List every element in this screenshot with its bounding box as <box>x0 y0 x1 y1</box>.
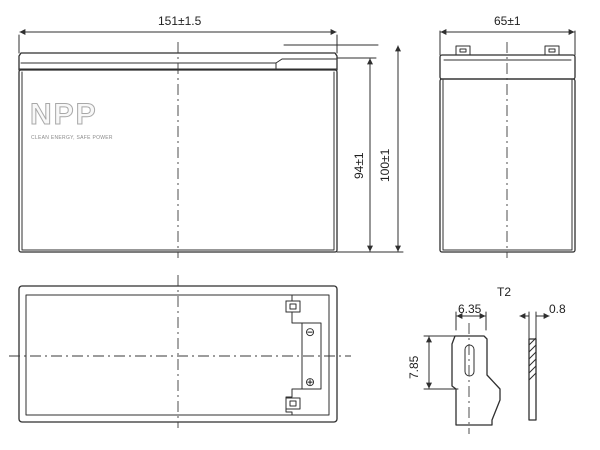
side-battery-body <box>439 78 576 253</box>
side-body-inner-edge <box>442 79 573 251</box>
npp-logo: NPP CLEAN ENERGY, SAFE POWER <box>30 98 113 142</box>
side-width-label: 65±1 <box>494 14 521 28</box>
top-view: ⊖ ⊕ <box>9 275 351 428</box>
terminal-side-profile <box>528 338 537 421</box>
terminal-height-label: 7.85 <box>407 355 421 379</box>
front-view: NPP CLEAN ENERGY, SAFE POWER 151±1.5 94±… <box>18 14 404 258</box>
top-terminal-recess <box>291 294 330 416</box>
positive-terminal-symbol: ⊕ <box>305 375 315 389</box>
side-left-terminal <box>455 45 471 56</box>
side-right-terminal <box>544 45 560 56</box>
front-body-inner-edge <box>21 71 335 251</box>
side-cover-outline <box>439 54 576 80</box>
front-length-label: 151±1.5 <box>158 14 202 28</box>
terminal-t2-detail: T2 6.35 7.85 0.8 <box>407 285 566 434</box>
front-height-label: 94±1 <box>352 152 366 179</box>
top-lower-terminal <box>285 397 301 410</box>
side-view: 65±1 <box>439 14 576 258</box>
top-upper-terminal <box>285 300 301 313</box>
top-inner-outline <box>25 294 322 416</box>
npp-logo-text: NPP <box>30 98 98 131</box>
front-lid-step <box>20 58 337 64</box>
terminal-type-label: T2 <box>497 285 511 299</box>
terminal-thickness-label: 0.8 <box>549 302 566 316</box>
negative-terminal-symbol: ⊖ <box>305 325 315 339</box>
front-total-height-label: 100±1 <box>378 148 392 182</box>
terminal-blade-slot <box>464 344 475 377</box>
npp-logo-tagline: CLEAN ENERGY, SAFE POWER <box>31 135 113 141</box>
terminal-width-label: 6.35 <box>458 302 482 316</box>
terminal-blade-outline <box>451 335 501 426</box>
terminal-side-hatch <box>528 337 537 381</box>
